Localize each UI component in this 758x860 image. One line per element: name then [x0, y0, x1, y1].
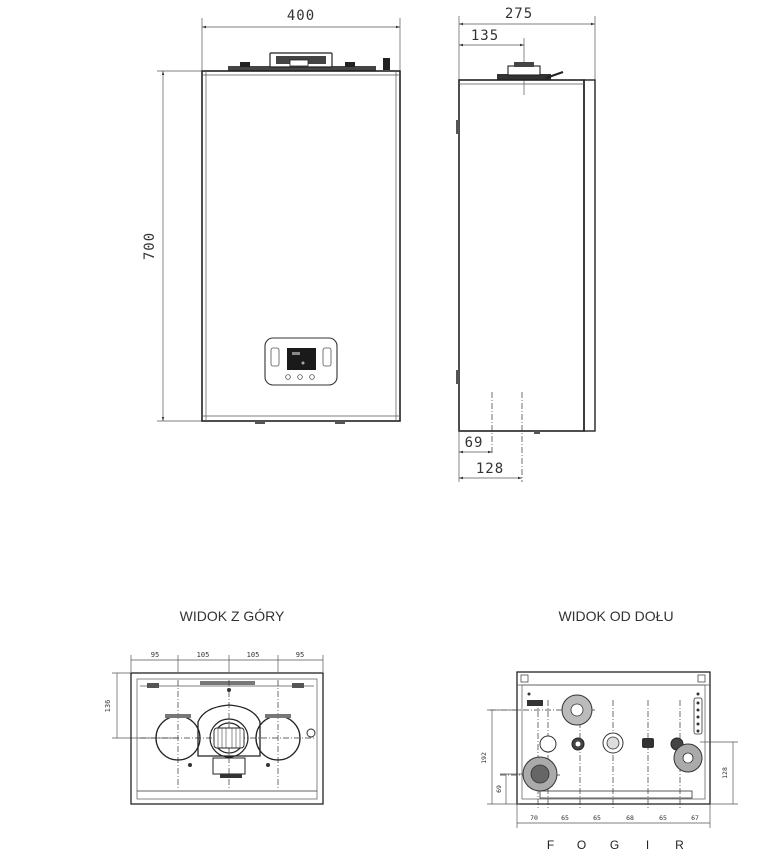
bottom-dim-4: 65 — [659, 814, 667, 822]
bottom-view: WIDOK OD DOŁU — [480, 608, 738, 852]
top-dim-2: 105 — [247, 651, 260, 659]
connection-label-o: O — [577, 838, 587, 852]
connection-label-r: R — [675, 838, 685, 852]
top-dim-1: 105 — [197, 651, 210, 659]
bottom-dim-5: 67 — [691, 814, 699, 822]
bottom-left-dim-0: 192 — [480, 752, 488, 764]
control-panel — [264, 337, 338, 386]
bottom-dim-2: 65 — [593, 814, 601, 822]
bottom-left-dim-1: 69 — [495, 785, 503, 793]
panel-button-icon — [309, 374, 315, 380]
panel-button-icon — [297, 374, 303, 380]
connection-label-g: G — [610, 838, 620, 852]
display-screen — [287, 348, 316, 370]
flue-top — [497, 62, 564, 80]
bottom-dim-0: 70 — [530, 814, 538, 822]
side-flue-offset-label: 135 — [471, 28, 499, 44]
top-dim-0: 95 — [151, 651, 159, 659]
connection-label-i: I — [646, 838, 650, 852]
boiler-body — [201, 70, 401, 422]
front-width-label: 400 — [287, 8, 315, 24]
bottom-right-dim: 128 — [721, 767, 729, 779]
bottom-dim-1: 65 — [561, 814, 569, 822]
top-view: WIDOK Z GÓRY 95 105 105 95 136 — [104, 608, 324, 805]
side-body — [458, 79, 585, 432]
bottom-dim-3: 68 — [626, 814, 634, 822]
top-view-caption: WIDOK Z GÓRY — [180, 608, 285, 624]
front-view: 400 700 — [142, 8, 401, 424]
top-dim-3: 95 — [296, 651, 304, 659]
top-side-dim: 136 — [104, 700, 112, 713]
front-height-label: 700 — [142, 232, 158, 260]
side-bottom-label-a: 69 — [465, 435, 484, 451]
side-bottom-label-b: 128 — [476, 461, 504, 477]
connection-label-f: F — [547, 838, 555, 852]
top-fittings — [228, 52, 390, 71]
side-depth-label: 275 — [505, 6, 533, 22]
bottom-view-caption: WIDOK OD DOŁU — [558, 608, 673, 624]
panel-button-icon — [285, 374, 291, 380]
central-flue-icon — [197, 704, 261, 778]
connection-i-icon — [642, 738, 654, 748]
side-view: 275 135 69 128 — [456, 6, 596, 482]
